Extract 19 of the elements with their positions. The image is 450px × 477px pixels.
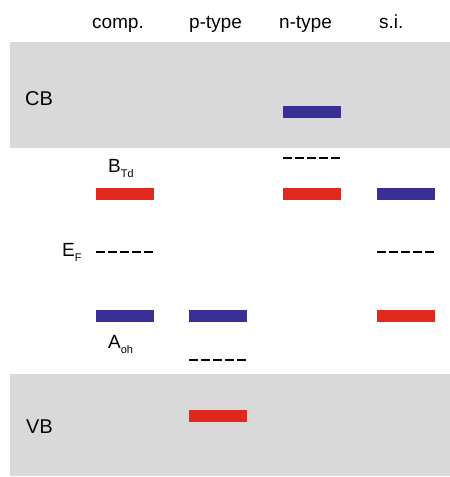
energy-level-bar bbox=[377, 188, 435, 200]
column-header: n-type bbox=[279, 12, 332, 34]
energy-level-bar bbox=[189, 310, 247, 322]
band-label: CB bbox=[25, 88, 53, 111]
column-header: comp. bbox=[92, 12, 144, 34]
energy-level-bar bbox=[283, 106, 341, 118]
energy-band bbox=[10, 374, 450, 476]
band-label: VB bbox=[26, 416, 53, 439]
energy-level-bar bbox=[283, 188, 341, 200]
level-label: E$_{F}$ bbox=[62, 240, 82, 264]
column-header: p-type bbox=[189, 12, 242, 34]
level-label: B$_{Td}$ bbox=[108, 156, 134, 180]
energy-level-bar bbox=[96, 310, 154, 322]
energy-level-bar bbox=[377, 310, 435, 322]
column-header: s.i. bbox=[379, 12, 404, 34]
level-label: A$_{oh}$ bbox=[108, 332, 133, 356]
energy-level-bar bbox=[96, 188, 154, 200]
energy-band bbox=[10, 42, 450, 148]
energy-level-bar bbox=[189, 410, 247, 422]
